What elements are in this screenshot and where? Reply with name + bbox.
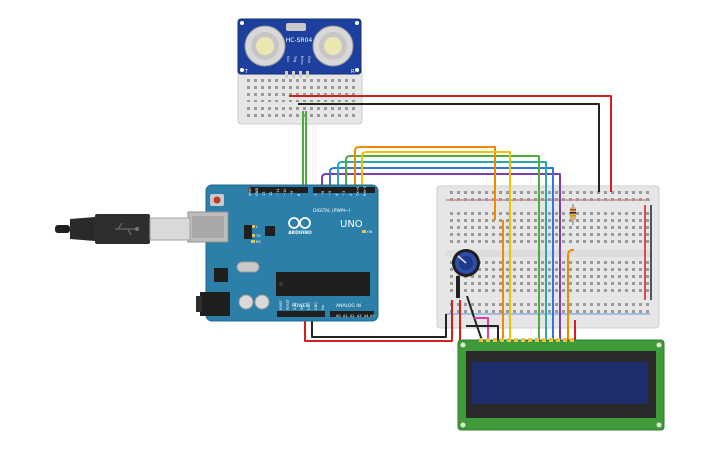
wire-d5 (345, 155, 540, 343)
pin-a5: A5 (370, 314, 374, 318)
pin-gnd-1: GND (307, 302, 311, 310)
sensor-corner-left: T (244, 69, 249, 75)
led-on-label: ON (367, 230, 373, 234)
wire-5v (304, 300, 453, 342)
wire-gnd (311, 314, 447, 338)
wires (289, 95, 652, 344)
pin-11: ~11 (276, 188, 280, 196)
atmega-chip (276, 272, 370, 296)
pin-gnd-2: GND (314, 302, 318, 310)
transducer-left (244, 25, 286, 67)
pin-10: ~10 (283, 188, 287, 196)
sensor-model-label: HC-SR04 (286, 37, 313, 44)
arduino-model: UNO (340, 219, 363, 230)
pin-7: 7 (314, 194, 318, 196)
pin-3v3: 3.3V (293, 302, 297, 310)
arduino-uno[interactable]: AREF GND 13 12 ~11 ~10 ~9 8 7 ~6 ~5 4 ~3… (187, 184, 379, 322)
wire-d2 (321, 173, 561, 343)
pin-13: 13 (262, 191, 266, 196)
pin-12: 12 (269, 191, 273, 196)
wire-sensor-gnd (298, 103, 600, 192)
pin-a3: A3 (357, 314, 361, 318)
pin-a2: A2 (350, 314, 354, 318)
ultrasonic-sensor[interactable]: HC-SR04 T R Vcc Trig Echo Gnd (237, 18, 362, 78)
potentiometer[interactable] (452, 249, 480, 298)
wire-lcd-backlight (567, 249, 574, 343)
wire-sensor-vcc (289, 95, 612, 192)
pin-9: ~9 (290, 190, 294, 196)
pin-1: TX→1 (356, 186, 360, 197)
analog-label: ANALOG IN (336, 303, 361, 309)
pin-3: ~3 (342, 191, 346, 196)
transducer-right (312, 25, 354, 67)
led-tx-label: TX (255, 234, 261, 238)
wire-d3 (329, 167, 554, 343)
wire-lcd-rw (466, 325, 499, 343)
wire-d12 (361, 151, 511, 343)
led-l-label: L (256, 225, 258, 229)
sensor-corner-right: R (351, 69, 355, 75)
pin-6: ~6 (321, 190, 325, 196)
pin-5v: 5V (300, 305, 304, 310)
sensor-pin-gnd: Gnd (307, 56, 311, 63)
reset-button[interactable] (213, 196, 221, 204)
pin-8: 8 (297, 193, 301, 196)
pin-a0: A0 (336, 314, 340, 318)
lcd-pins (479, 338, 574, 342)
wire-d4 (337, 161, 547, 343)
wire-lcd-vo (474, 317, 489, 343)
arduino-logo: ARDUINO (288, 217, 312, 236)
digital-label: DIGITAL (PWM~) (313, 208, 351, 214)
sensor-pin-vcc: Vcc (286, 56, 290, 62)
main-breadboard (436, 185, 660, 329)
wire-d11 (354, 146, 496, 220)
resistor[interactable] (570, 204, 576, 225)
power-label: POWER (292, 303, 309, 309)
lcd-screen (472, 362, 648, 404)
pin-2: 2 (349, 194, 353, 196)
pin-0: RX←0 (363, 185, 367, 196)
pin-5: ~5 (328, 191, 332, 196)
pin-4: 4 (335, 193, 339, 196)
pin-a1: A1 (343, 314, 347, 318)
pin-vin: Vin (321, 305, 325, 310)
sensor-pin-echo: Echo (300, 56, 304, 65)
pin-aref: AREF (248, 187, 252, 196)
lcd-16x2[interactable] (457, 338, 665, 431)
usb-plug-icon[interactable] (55, 214, 191, 244)
pin-a4: A4 (364, 314, 368, 318)
pin-ioref: IOREF (279, 300, 283, 310)
pin-gnd-top: GND (255, 188, 259, 196)
arduino-brand: ARDUINO (288, 230, 312, 236)
pin-reset: RESET (286, 298, 290, 310)
led-rx-label: RX (256, 240, 261, 244)
sensor-pin-trig: Trig (293, 55, 297, 62)
